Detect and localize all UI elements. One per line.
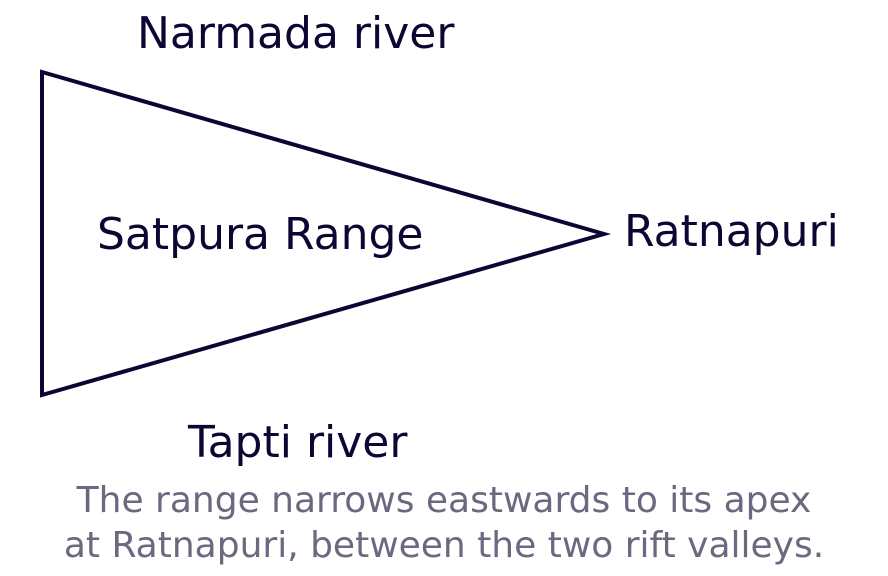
diagram-caption: The range narrows eastwards to its apex …: [0, 478, 888, 568]
range-name-label: Satpura Range: [97, 209, 424, 260]
caption-line-1: The range narrows eastwards to its apex: [76, 480, 812, 521]
satpura-range-triangle: [40, 69, 612, 398]
north-river-label: Narmada river: [137, 8, 455, 59]
south-river-label: Tapti river: [188, 417, 408, 468]
caption-line-2: at Ratnapuri, between the two rift valle…: [63, 525, 825, 566]
apex-town-label: Ratnapuri: [624, 206, 839, 257]
